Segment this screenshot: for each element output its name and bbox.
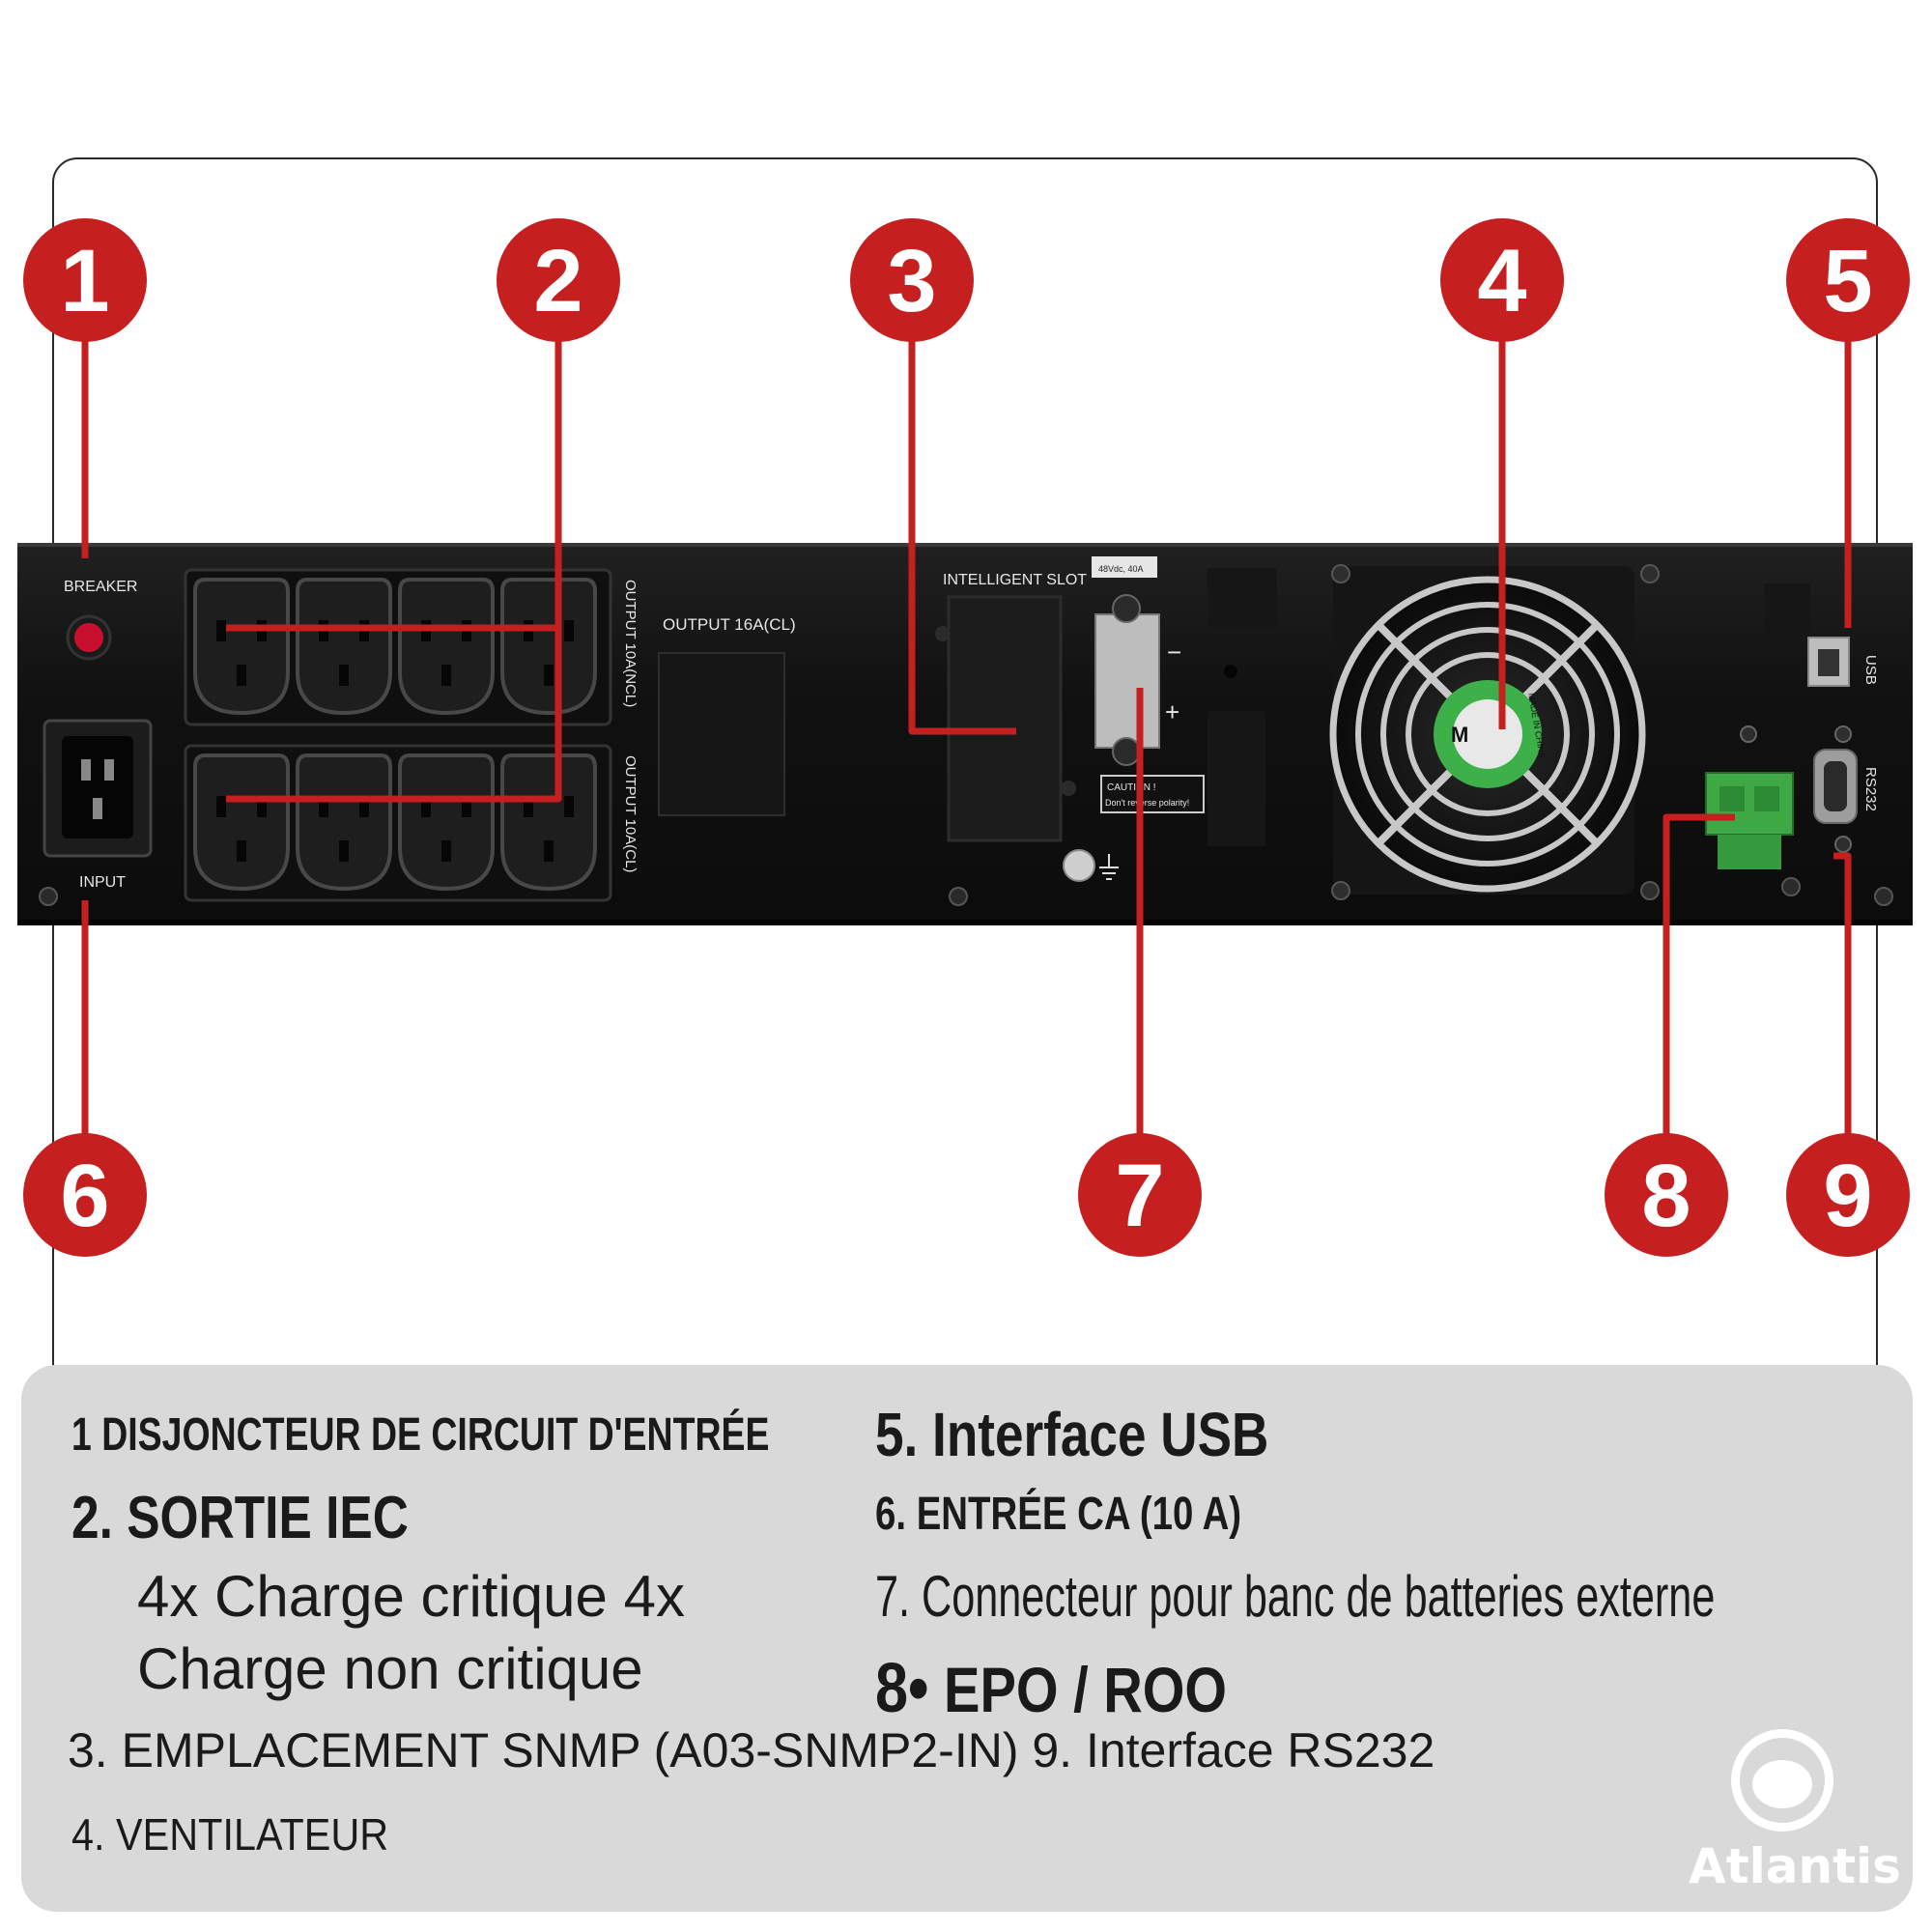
rs232-label: RS232 <box>1862 767 1879 811</box>
ac-pin <box>93 798 102 819</box>
legend-item-4: 4. VENTILATEUR <box>71 1809 389 1860</box>
callout-number: 6 <box>60 1147 109 1245</box>
panel-recess <box>1208 568 1277 630</box>
legend-item-8-number: 8• <box>875 1650 929 1727</box>
screw <box>1061 781 1076 796</box>
caution-text: CAUTION ! <box>1107 782 1156 793</box>
usb-port-cavity <box>1818 649 1839 676</box>
callout-number: 5 <box>1823 232 1872 330</box>
callout-number: 8 <box>1641 1147 1690 1245</box>
iec-outlet <box>296 578 392 716</box>
legend-panel: 1 DISJONCTEUR DE CIRCUIT D'ENTRÉE 2. SOR… <box>21 1365 1913 1912</box>
callout-4: 4 <box>1440 218 1564 342</box>
callout-number: 9 <box>1823 1147 1872 1245</box>
screw <box>1112 737 1141 766</box>
legend-item-1: 1 DISJONCTEUR DE CIRCUIT D'ENTRÉE <box>71 1409 770 1461</box>
legend-item-2-sub-1: 4x Charge critique 4x <box>137 1564 685 1629</box>
legend-item-5: 5. Interface USB <box>875 1400 1269 1469</box>
input-label: INPUT <box>79 874 126 891</box>
legend-item-2: 2. SORTIE IEC <box>71 1485 409 1551</box>
screw <box>1112 594 1141 623</box>
callout-circle <box>1786 1133 1910 1257</box>
battery-rating-sticker <box>1092 556 1157 578</box>
plus-marker: + <box>1165 697 1179 726</box>
iec-outlet <box>500 578 597 716</box>
snmp-slot-cover <box>947 595 1063 842</box>
epo-terminal-base <box>1718 835 1781 869</box>
callout-number: 2 <box>533 232 582 330</box>
ground-screw <box>1063 849 1095 882</box>
atlantis-logo-dot-icon <box>1752 1760 1812 1808</box>
minus-marker: − <box>1167 638 1181 667</box>
screw <box>1740 725 1757 743</box>
panel-hole <box>1224 665 1237 678</box>
rack-screws <box>39 877 1893 906</box>
callout-7: 7 <box>1078 1133 1202 1257</box>
callout-number: 3 <box>887 232 936 330</box>
screw <box>1834 725 1852 743</box>
callout-3: 3 <box>850 218 974 342</box>
output-16a-area <box>658 652 785 816</box>
ground-icon <box>1099 854 1119 880</box>
usb-recess <box>1764 583 1810 634</box>
output-ncl-label: OUTPUT 10A(NCL) <box>622 580 639 707</box>
legend-item-8: 8• EPO / ROO <box>875 1649 1227 1728</box>
breaker-button <box>74 623 103 652</box>
callout-circle <box>497 218 620 342</box>
callout-number: 1 <box>60 232 109 330</box>
epo-terminal-block <box>1705 772 1794 836</box>
legend-item-8-text: EPO / ROO <box>944 1654 1228 1725</box>
callout-circle <box>1786 218 1910 342</box>
fan-grill <box>1329 576 1646 893</box>
panel-recess <box>1208 711 1265 846</box>
callout-leaders <box>81 328 1852 1140</box>
polarity-text: Don't reverse polarity! <box>1105 798 1189 808</box>
caution-label-box <box>1100 775 1205 813</box>
ac-pin <box>81 759 91 781</box>
callout-8: 8 <box>1605 1133 1728 1257</box>
callout-1: 1 <box>23 218 147 342</box>
screw <box>935 626 951 641</box>
iec-outlet <box>398 578 495 716</box>
legend-item-6: 6. ENTRÉE CA (10 A) <box>875 1489 1242 1540</box>
legend-item-7: 7. Connecteur pour banc de batteries ext… <box>875 1564 1716 1629</box>
iec-outlet <box>500 753 597 892</box>
rs232-port-cavity <box>1824 761 1847 811</box>
epo-terminal-pin <box>1719 786 1745 811</box>
callout-number: 7 <box>1115 1147 1164 1245</box>
callout-2: 2 <box>497 218 620 342</box>
callout-circle <box>23 1133 147 1257</box>
screw <box>1834 836 1852 853</box>
legend-item-3: 3. EMPLACEMENT SNMP (A03-SNMP2-IN) 9. In… <box>68 1723 1435 1777</box>
atlantis-logo-text: Atlantis <box>1689 1838 1901 1894</box>
legend-item-2-sub-2: Charge non critique <box>137 1636 643 1701</box>
iec-outlet <box>193 578 290 716</box>
callout-circle <box>23 218 147 342</box>
iec-outlet <box>296 753 392 892</box>
ac-pin <box>104 759 114 781</box>
fan-screws <box>1331 564 1660 900</box>
fan-brand: M <box>1451 723 1468 747</box>
battery-rating-text: 48Vdc, 40A <box>1098 564 1144 574</box>
callout-circle <box>1440 218 1564 342</box>
usb-label: USB <box>1862 655 1879 685</box>
callout-circle <box>1605 1133 1728 1257</box>
callout-5: 5 <box>1786 218 1910 342</box>
iec-outlet <box>193 753 290 892</box>
output-16a-label: OUTPUT 16A(CL) <box>663 615 796 634</box>
callout-9: 9 <box>1786 1133 1910 1257</box>
ac-input-cavity <box>62 736 133 838</box>
iec-outlet <box>398 753 495 892</box>
callout-circle <box>850 218 974 342</box>
epo-terminal-pin <box>1754 786 1779 811</box>
breaker-label: BREAKER <box>64 579 137 595</box>
callout-6: 6 <box>23 1133 147 1257</box>
battery-connector <box>1094 613 1160 749</box>
atlantis-logo-ring-icon <box>1731 1729 1833 1832</box>
output-cl-label: OUTPUT 10A(CL) <box>622 755 639 872</box>
intelligent-slot-label: INTELLIGENT SLOT <box>943 572 1087 588</box>
callout-number: 4 <box>1477 232 1526 330</box>
callout-circle <box>1078 1133 1202 1257</box>
